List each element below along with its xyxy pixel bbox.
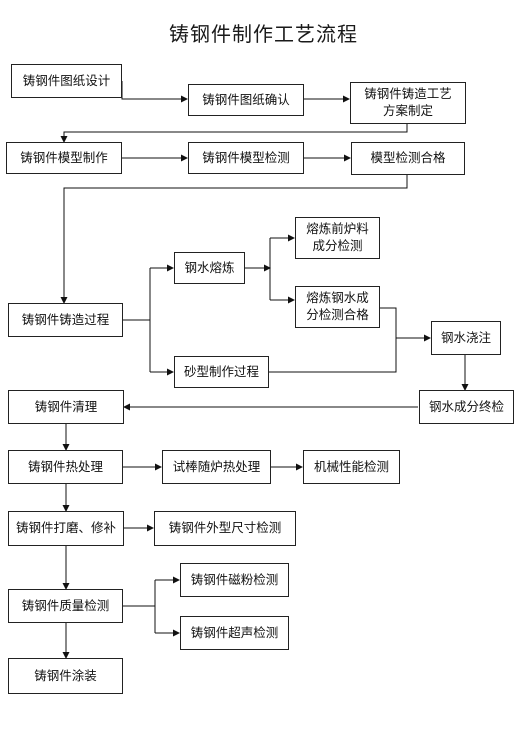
step-casting-process: 铸钢件铸造过程: [8, 303, 123, 337]
step-heat-treatment: 铸钢件热处理: [8, 450, 123, 484]
step-drawing-design: 铸钢件图纸设计: [11, 64, 122, 98]
step-grinding-repair: 铸钢件打磨、修补: [8, 511, 124, 546]
step-steel-melting: 钢水熔炼: [174, 252, 245, 284]
step-casting-cleaning: 铸钢件清理: [8, 390, 124, 424]
step-quality-inspection: 铸钢件质量检测: [8, 589, 123, 623]
step-coating: 铸钢件涂装: [8, 658, 123, 694]
diagram-title: 铸钢件制作工艺流程: [169, 22, 358, 46]
step-final-composition-check: 钢水成分终检: [419, 390, 514, 424]
step-steel-pouring: 钢水浇注: [431, 321, 501, 355]
step-ultrasonic-test: 铸钢件超声检测: [180, 616, 289, 650]
step-magnetic-particle-test: 铸钢件磁粉检测: [180, 563, 289, 597]
step-molten-steel-composition-passed: 熔炼钢水成 分检测合格: [295, 286, 380, 328]
step-pattern-inspection: 铸钢件模型检测: [188, 142, 304, 174]
step-charge-composition-check: 熔炼前炉料 成分检测: [295, 217, 380, 259]
step-test-bar-heat-treatment: 试棒随炉热处理: [162, 450, 271, 484]
step-sand-mold-making: 砂型制作过程: [174, 356, 269, 388]
step-pattern-passed: 模型检测合格: [351, 142, 465, 175]
step-mechanical-property-test: 机械性能检测: [303, 450, 400, 484]
step-pattern-making: 铸钢件模型制作: [6, 142, 122, 174]
step-dimension-inspection: 铸钢件外型尺寸检测: [154, 511, 296, 546]
step-drawing-confirmation: 铸钢件图纸确认: [188, 84, 304, 116]
step-casting-process-plan: 铸钢件铸造工艺 方案制定: [350, 82, 466, 124]
